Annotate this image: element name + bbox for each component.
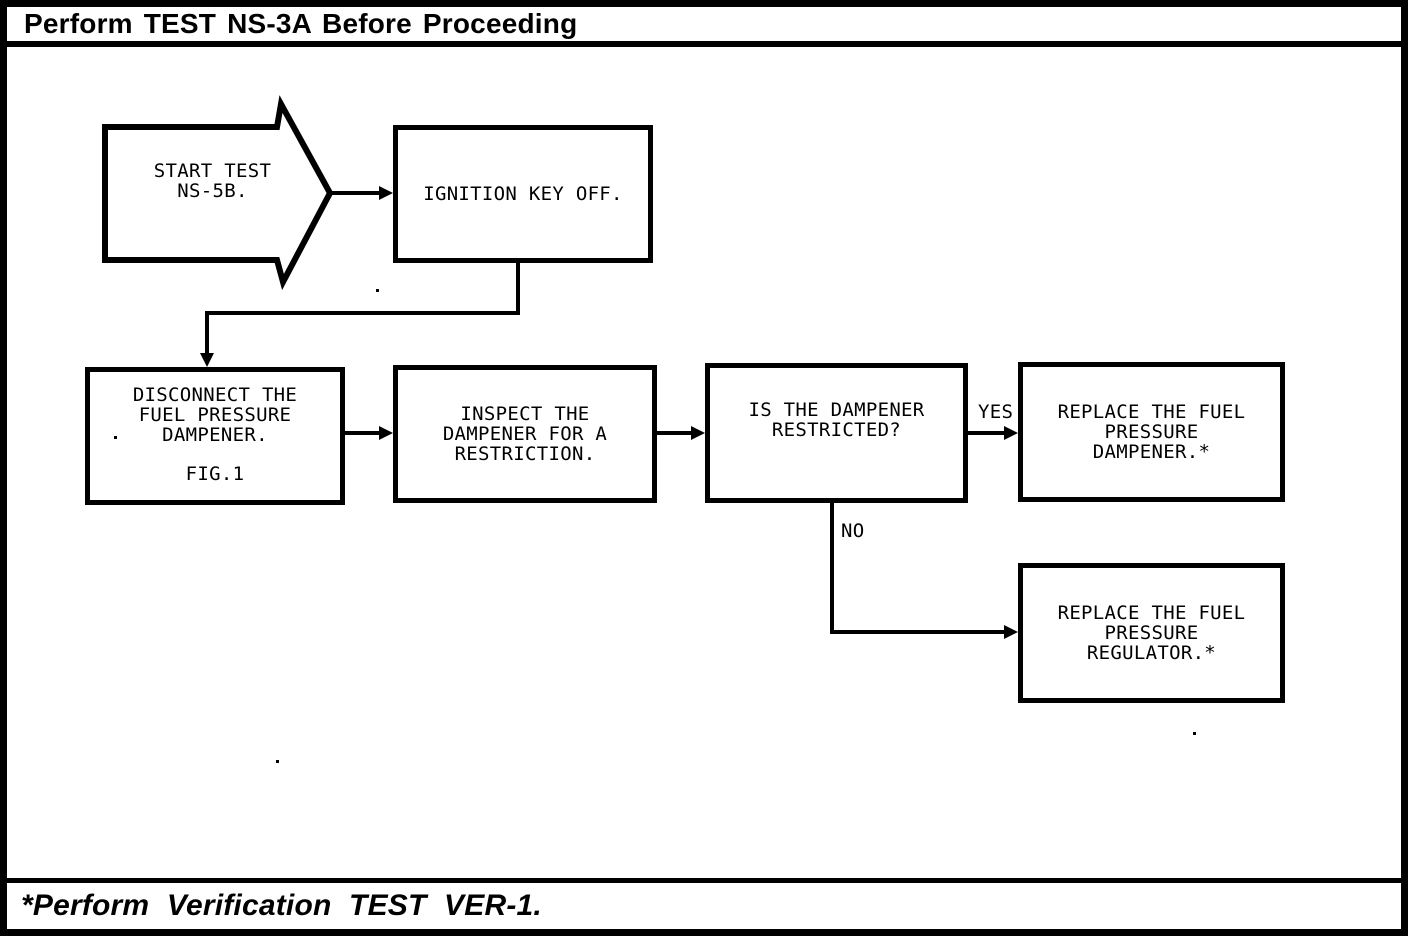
step-text-line: DAMPENER. <box>162 424 268 446</box>
connector-no-branch <box>830 503 1007 634</box>
step-replace-fuel-pressure-regulator: REPLACE THE FUEL PRESSURE REGULATOR.* <box>1018 563 1285 703</box>
decision-text-line: IS THE DAMPENER <box>748 399 925 421</box>
step-text-line: INSPECT THE <box>460 403 590 425</box>
decision-dampener-restricted: IS THE DAMPENER RESTRICTED? <box>705 363 968 503</box>
step-text-line: REGULATOR.* <box>1086 642 1217 664</box>
start-arrow-shape <box>102 95 334 291</box>
step-text-line: DISCONNECT THE <box>132 384 298 406</box>
arrowhead-start-to-ignition <box>379 186 393 200</box>
connector-ignition-to-disconnect <box>205 263 520 356</box>
step-text-line: PRESSURE <box>1104 622 1199 644</box>
footer-bar: *Perform Verification TEST VER-1. <box>7 878 1401 929</box>
arrowhead-ignition-to-disconnect <box>200 353 214 367</box>
decision-text-line: RESTRICTED? <box>771 419 902 441</box>
step-ignition-key-off: IGNITION KEY OFF. <box>393 125 653 263</box>
step-inspect-dampener: INSPECT THE DAMPENER FOR A RESTRICTION. <box>393 365 657 503</box>
arrowhead-inspect-to-decision <box>691 426 705 440</box>
step-text-line: DAMPENER.* <box>1092 441 1211 463</box>
scan-speck <box>276 760 279 763</box>
step-text-line: DAMPENER FOR A <box>442 423 608 445</box>
step-text-line: PRESSURE <box>1104 421 1199 443</box>
start-node-line: START TEST <box>153 160 272 182</box>
start-node-label: START TEST NS-5B. <box>125 161 300 201</box>
no-branch-label: NO <box>841 520 865 542</box>
arrowhead-disconnect-to-inspect <box>379 426 393 440</box>
verification-footnote: *Perform Verification TEST VER-1. <box>21 889 542 922</box>
step-disconnect-dampener: DISCONNECT THE FUEL PRESSURE DAMPENER. F… <box>85 367 345 505</box>
arrowhead-yes-branch <box>1004 426 1018 440</box>
step-text-line: REPLACE THE FUEL <box>1057 602 1246 624</box>
start-node-line: NS-5B. <box>177 180 248 202</box>
scan-speck <box>1193 732 1196 735</box>
step-text-line: REPLACE THE FUEL <box>1057 401 1246 423</box>
scan-speck <box>376 289 379 292</box>
arrowhead-no-branch <box>1004 625 1018 639</box>
yes-branch-label: YES <box>978 401 1014 423</box>
scan-speck <box>114 436 117 439</box>
header-bar: Perform TEST NS-3A Before Proceeding <box>7 7 1401 47</box>
step-text-line: FUEL PRESSURE <box>138 404 292 426</box>
step-replace-fuel-pressure-dampener: REPLACE THE FUEL PRESSURE DAMPENER.* <box>1018 362 1285 502</box>
figure-reference: FIG.1 <box>185 463 245 485</box>
step-text-line: IGNITION KEY OFF. <box>423 183 623 205</box>
page-title: Perform TEST NS-3A Before Proceeding <box>24 8 578 39</box>
step-text-line: RESTRICTION. <box>454 443 596 465</box>
